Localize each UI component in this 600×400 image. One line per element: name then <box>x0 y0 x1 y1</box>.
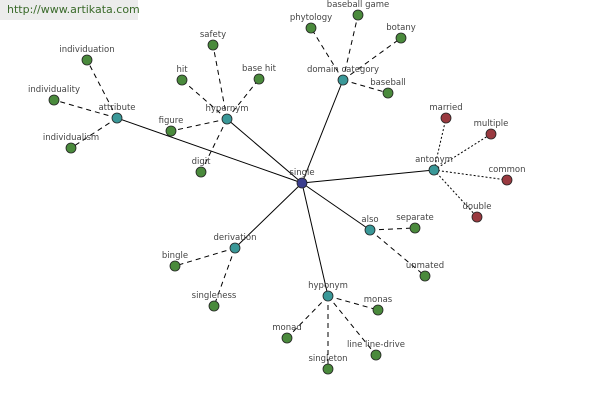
node-individuality-label[interactable]: individuality <box>28 85 80 95</box>
node-digit[interactable] <box>195 166 207 178</box>
edge-antonym-double <box>433 169 478 218</box>
relation-node-antonym[interactable] <box>428 164 440 176</box>
edge-antonym-multiple <box>433 133 492 171</box>
node-bingle[interactable] <box>169 260 181 272</box>
edge-also-unmated <box>369 229 426 277</box>
node-safety[interactable] <box>207 39 219 51</box>
node-married-label[interactable]: married <box>429 103 462 113</box>
edge-derivation <box>234 182 303 249</box>
edge-derivation-bingle <box>174 247 236 267</box>
relation-node-hyponym[interactable] <box>322 290 334 302</box>
node-baseball-label[interactable]: baseball <box>370 78 406 88</box>
node-figure[interactable] <box>165 125 177 137</box>
node-unmated-label[interactable]: unmated <box>406 261 444 271</box>
edge-domain-phytology <box>310 27 344 81</box>
relation-node-hypernym-label[interactable]: hypernym <box>205 104 248 114</box>
node-baseball-game-label[interactable]: baseball game <box>327 0 389 10</box>
edge-also <box>301 182 371 231</box>
node-hit-label[interactable]: hit <box>176 65 188 75</box>
node-monad[interactable] <box>281 332 293 344</box>
node-base-hit-label[interactable]: base hit <box>242 64 277 74</box>
edge-hyponym-line-line-drive <box>327 295 377 356</box>
node-botany[interactable] <box>395 32 407 44</box>
relation-node-attribute-label[interactable]: attribute <box>98 103 135 113</box>
node-multiple[interactable] <box>485 128 497 140</box>
node-digit-label[interactable]: digit <box>192 157 212 167</box>
node-monas[interactable] <box>372 304 384 316</box>
edge-hypernym-digit <box>200 118 228 173</box>
node-individualism-label[interactable]: individualism <box>43 133 99 143</box>
node-separate-label[interactable]: separate <box>396 213 434 223</box>
relation-node-domain[interactable] <box>337 74 349 86</box>
edge-attribute-individuality <box>53 99 118 119</box>
relation-node-attribute[interactable] <box>111 112 123 124</box>
edge-hypernym-hit <box>181 79 228 120</box>
node-separate[interactable] <box>409 222 421 234</box>
edge-hypernym <box>226 118 303 184</box>
node-common-label[interactable]: common <box>488 165 525 175</box>
edge-domain-baseball-game <box>342 14 359 81</box>
edge-antonym <box>301 169 435 184</box>
site-url-banner[interactable]: http://www.artikata.com <box>0 0 140 20</box>
node-singleness[interactable] <box>208 300 220 312</box>
center-node-single[interactable] <box>296 177 308 189</box>
node-monas-label[interactable]: monas <box>364 295 393 305</box>
node-phytology-label[interactable]: phytology <box>290 13 332 23</box>
node-baseball-game[interactable] <box>352 9 364 21</box>
edge-antonym-married <box>433 117 447 171</box>
node-married[interactable] <box>440 112 452 124</box>
node-unmated[interactable] <box>419 270 431 282</box>
edge-attribute-individuation <box>86 59 118 119</box>
edge-domain <box>301 79 344 184</box>
edge-antonym-common <box>433 169 508 181</box>
node-phytology[interactable] <box>305 22 317 34</box>
edge-attribute-individualism <box>70 117 118 149</box>
relation-node-hypernym[interactable] <box>221 113 233 125</box>
node-individuality[interactable] <box>48 94 60 106</box>
edge-attribute <box>116 117 303 184</box>
node-figure-label[interactable]: figure <box>159 116 184 126</box>
node-line-line-drive[interactable] <box>370 349 382 361</box>
relation-node-antonym-label[interactable]: antonym <box>415 155 453 165</box>
center-node-single-label[interactable]: single <box>289 168 314 178</box>
edge-also-separate <box>369 227 416 231</box>
node-safety-label[interactable]: safety <box>200 30 226 40</box>
node-monad-label[interactable]: monad <box>272 323 301 333</box>
edge-hyponym-monad <box>286 295 329 339</box>
relation-node-also[interactable] <box>364 224 376 236</box>
node-common[interactable] <box>501 174 513 186</box>
node-baseball[interactable] <box>382 87 394 99</box>
edge-derivation-singleness <box>213 247 236 307</box>
node-individuation-label[interactable]: individuation <box>59 45 114 55</box>
edge-hyponym <box>301 182 329 297</box>
node-individualism[interactable] <box>65 142 77 154</box>
node-individuation[interactable] <box>81 54 93 66</box>
edge-domain-baseball <box>342 79 389 94</box>
node-double-label[interactable]: double <box>463 202 492 212</box>
relation-node-derivation[interactable] <box>229 242 241 254</box>
node-base-hit[interactable] <box>253 73 265 85</box>
edge-domain-botany <box>342 37 402 81</box>
edge-hypernym-safety <box>212 44 228 120</box>
node-line-line-drive-label[interactable]: line line-drive <box>347 340 405 350</box>
relation-node-domain-label[interactable]: domain category <box>307 65 379 75</box>
relation-node-derivation-label[interactable]: derivation <box>213 233 256 243</box>
edge-hypernym-figure <box>170 118 228 132</box>
node-double[interactable] <box>471 211 483 223</box>
node-singleness-label[interactable]: singleness <box>192 291 237 301</box>
node-bingle-label[interactable]: bingle <box>162 251 188 261</box>
node-hit[interactable] <box>176 74 188 86</box>
node-singleton-label[interactable]: singleton <box>308 354 347 364</box>
relation-node-hyponym-label[interactable]: hyponym <box>308 281 348 291</box>
node-singleton[interactable] <box>322 363 334 375</box>
relation-node-also-label[interactable]: also <box>361 215 378 225</box>
node-multiple-label[interactable]: multiple <box>474 119 509 129</box>
node-botany-label[interactable]: botany <box>386 23 416 33</box>
